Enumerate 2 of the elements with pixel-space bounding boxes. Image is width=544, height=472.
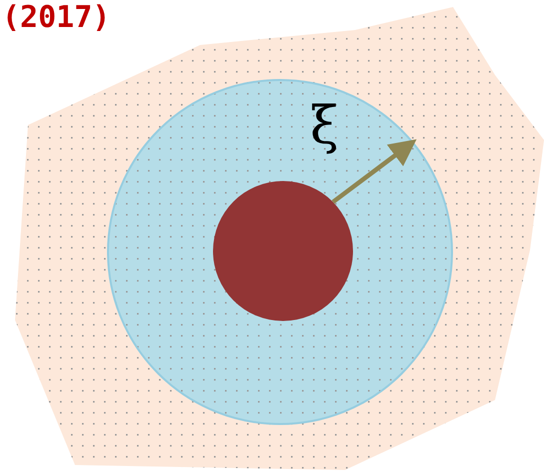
- year-label: (2017): [2, 3, 110, 33]
- symbol-label: ξ: [310, 100, 339, 152]
